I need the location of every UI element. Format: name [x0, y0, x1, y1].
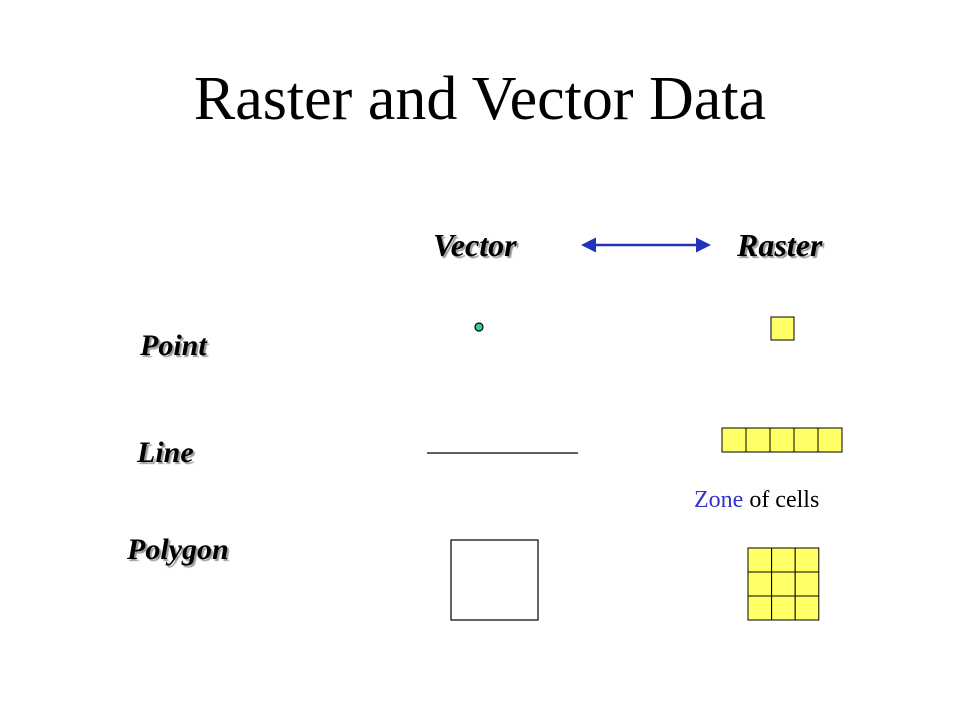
vector-polygon [450, 539, 539, 621]
raster-line-cell [817, 427, 843, 453]
polygon-row-label: Polygon [127, 533, 229, 566]
raster-point-cell [770, 316, 795, 341]
raster-line-cells [721, 427, 843, 453]
zone-word: Zone [694, 487, 744, 513]
raster-polygon-cell [747, 571, 773, 597]
raster-polygon-cell [771, 571, 796, 597]
raster-polygon-cell [794, 595, 820, 621]
line-row-label: Line [137, 436, 194, 469]
raster-polygon-cell [747, 547, 773, 573]
raster-line-cell [745, 427, 771, 453]
page-title: Raster and Vector Data [193, 65, 767, 133]
raster-polygon-cells [747, 547, 820, 621]
raster-line-cell [769, 427, 795, 453]
zone-of-cells-caption: Zone of cells [694, 486, 819, 514]
raster-line-cell [721, 427, 747, 453]
raster-polygon-cell [794, 547, 820, 573]
raster-polygon-cell [771, 547, 796, 573]
raster-polygon-cell [794, 571, 820, 597]
vector-point [474, 322, 484, 332]
raster-polygon-cell [747, 595, 773, 621]
raster-polygon-cell [771, 595, 796, 621]
point-row-label: Point [140, 329, 207, 362]
caption-rest: of cells [749, 487, 820, 513]
vector-column-header: Vector [433, 227, 517, 263]
raster-column-header: Raster [737, 227, 823, 263]
raster-line-cell [793, 427, 819, 453]
